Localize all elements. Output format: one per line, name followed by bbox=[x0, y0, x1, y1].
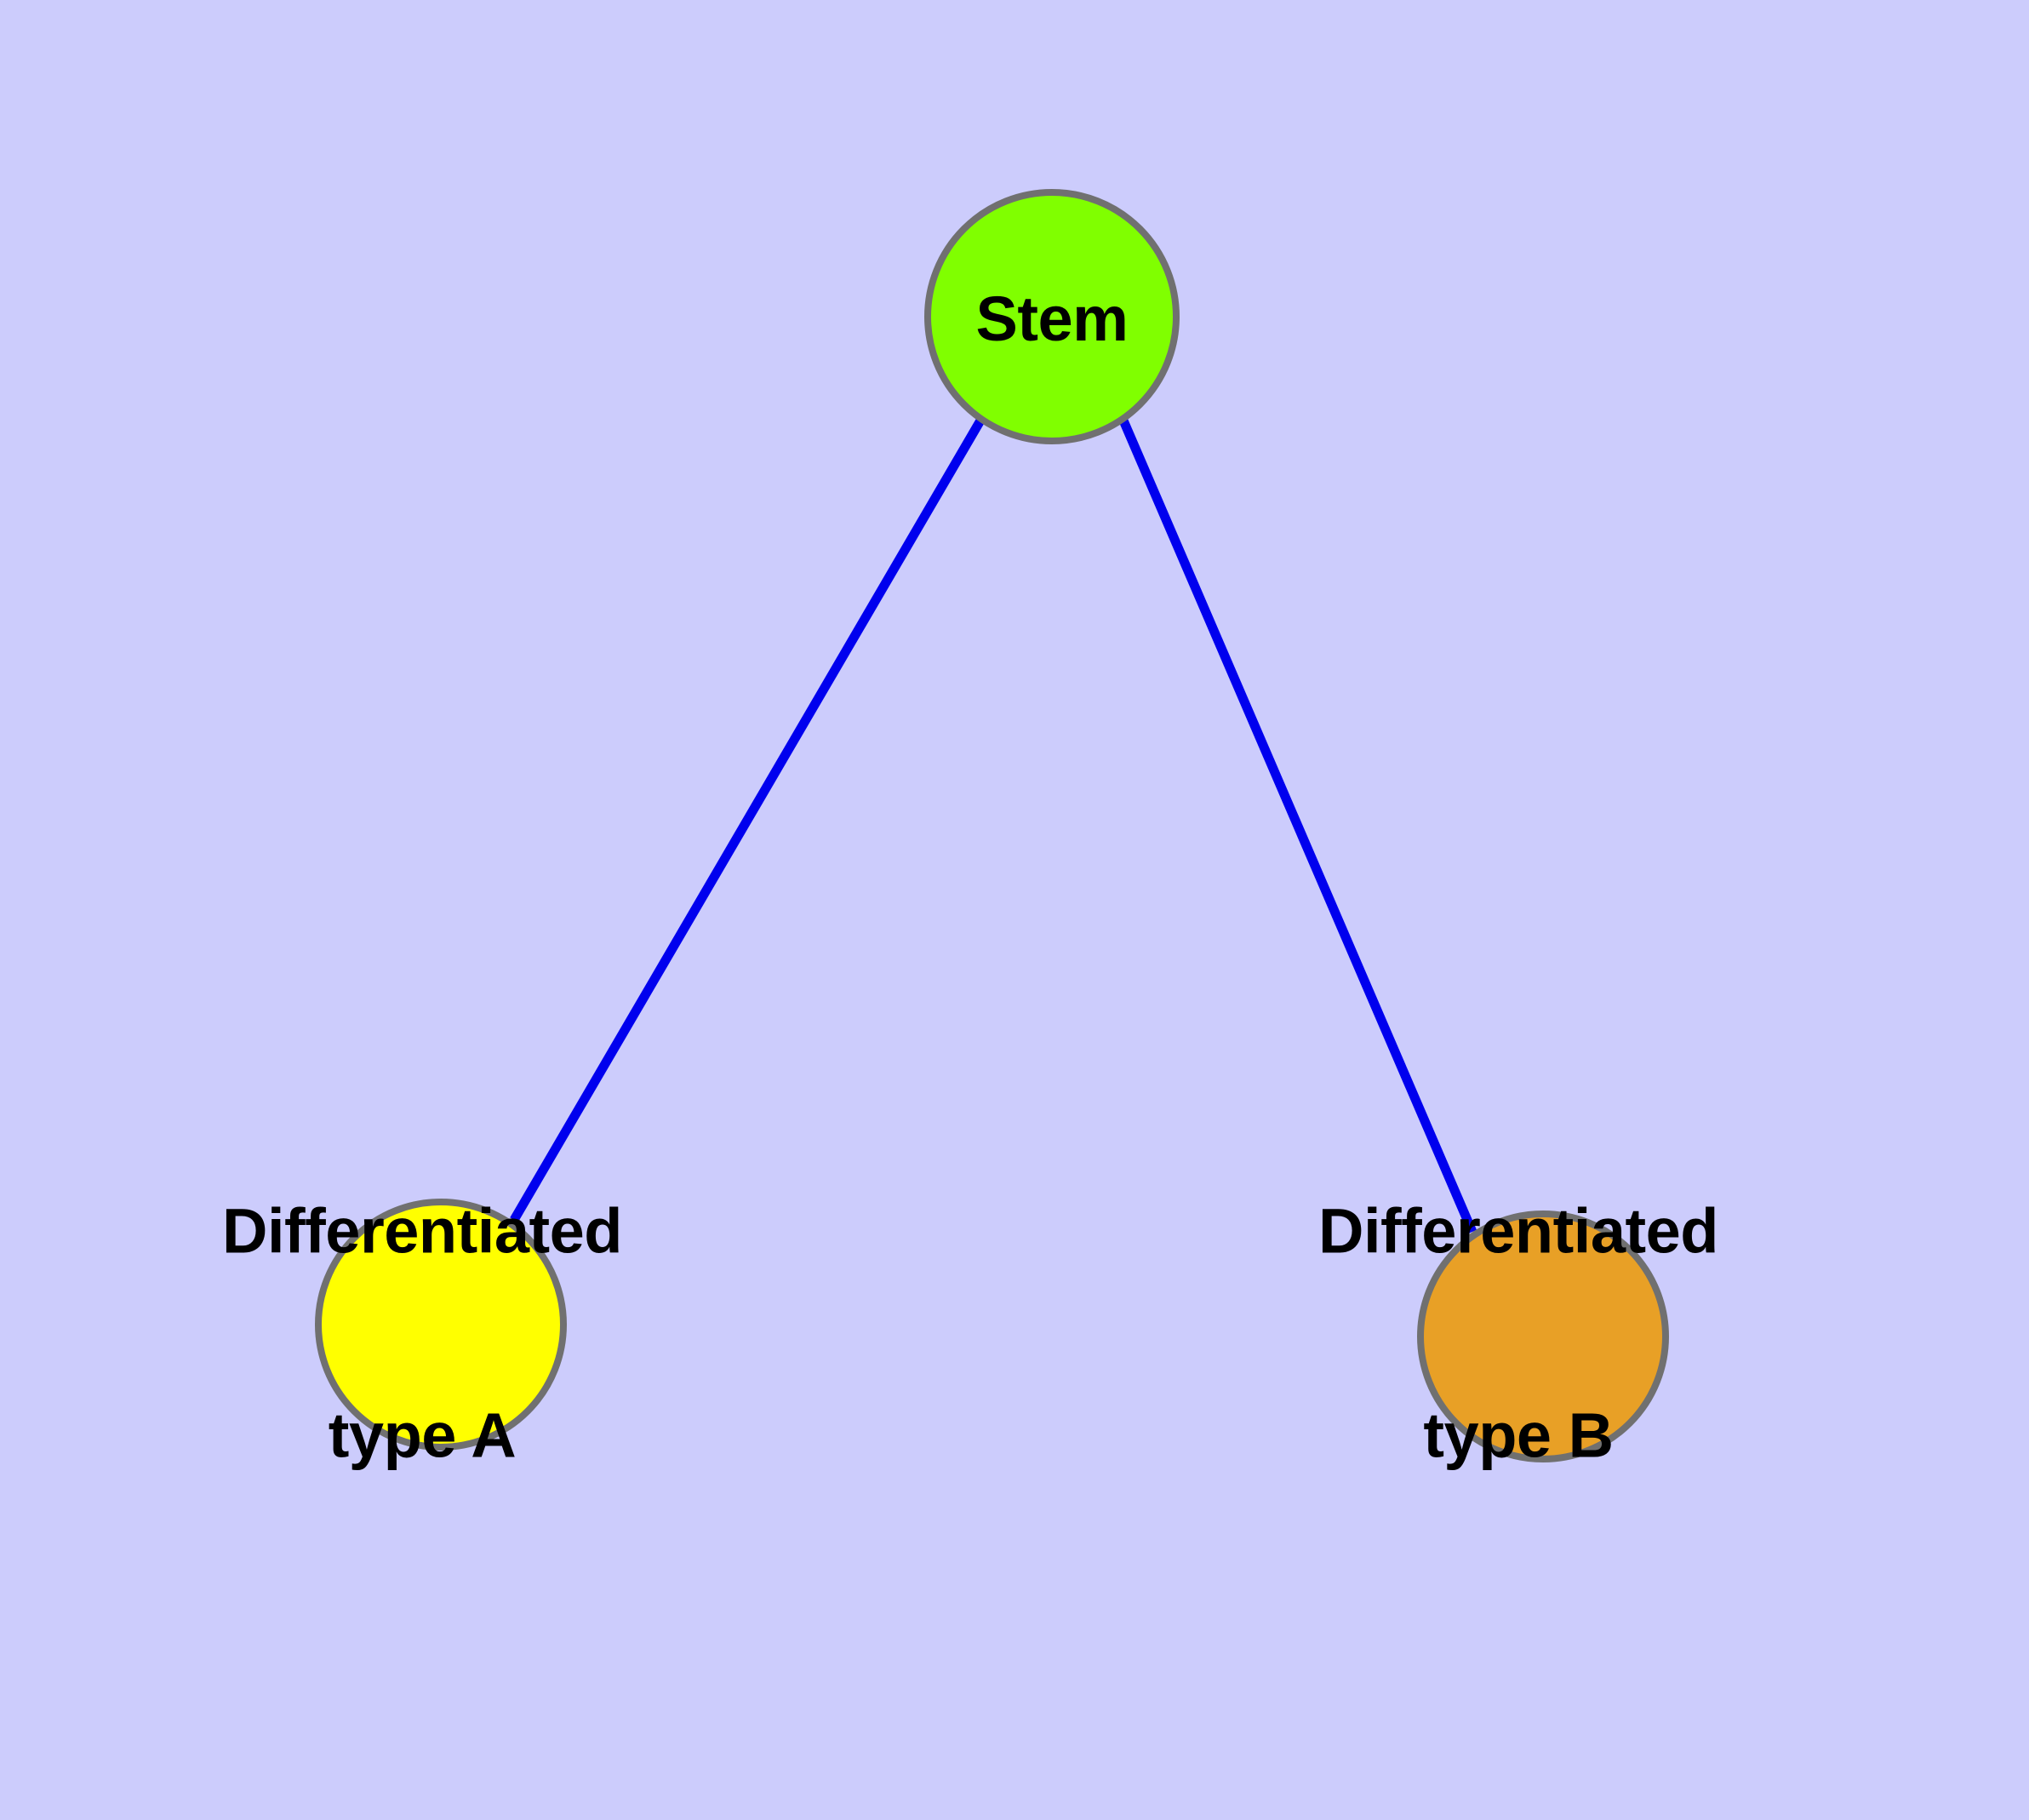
node-differentiated-type-a[interactable] bbox=[315, 1199, 567, 1451]
edge-stem-to-type-a[interactable] bbox=[510, 418, 985, 1222]
node-stem[interactable] bbox=[924, 189, 1180, 444]
edge-stem-to-type-b[interactable] bbox=[1118, 418, 1477, 1234]
node-differentiated-type-b[interactable] bbox=[1417, 1210, 1669, 1462]
nodes-group bbox=[315, 189, 1669, 1462]
edges-group bbox=[510, 418, 1477, 1234]
